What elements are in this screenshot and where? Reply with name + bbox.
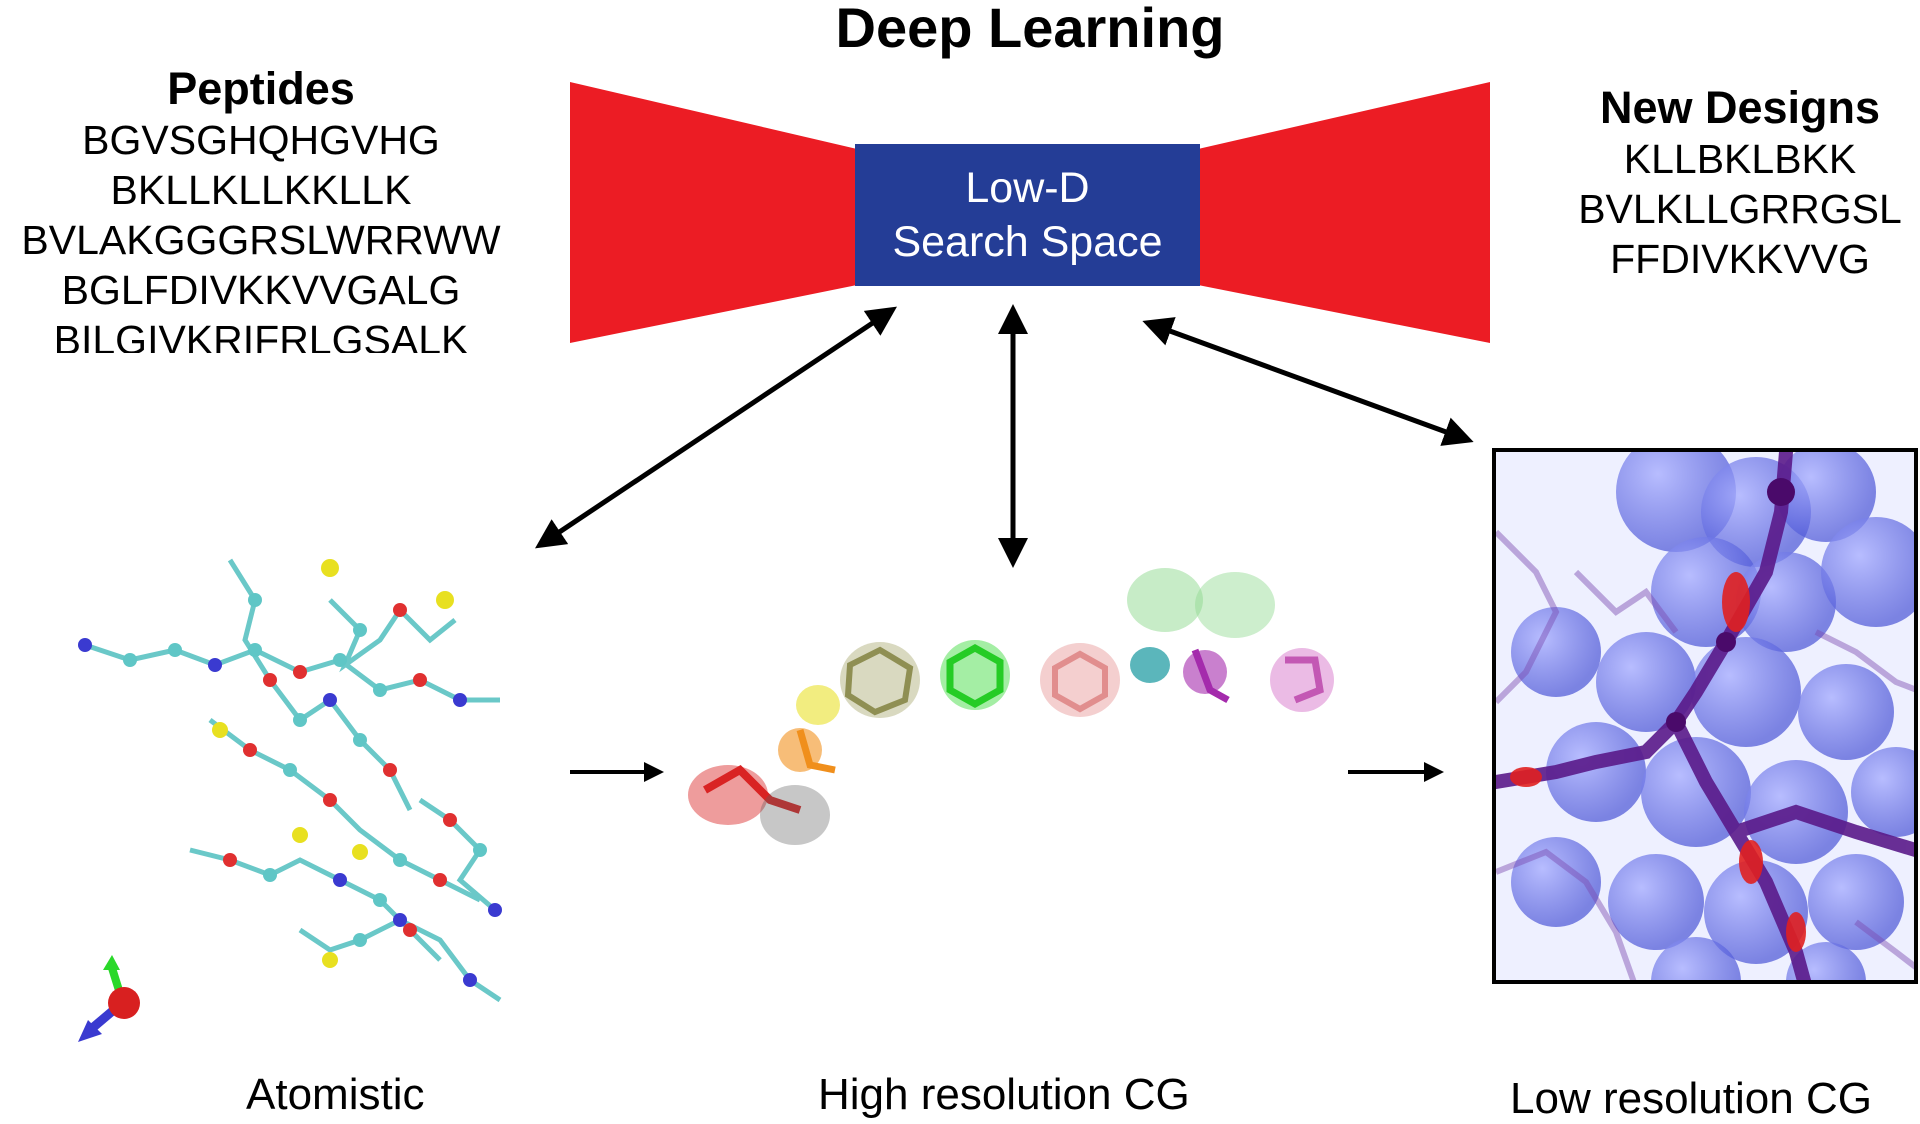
peptide-sequence: BGVSGHQHGVHG	[82, 117, 440, 163]
peptide-sequence: BKLLKLLKKLLK	[110, 167, 412, 213]
caption-atomistic: Atomistic	[246, 1070, 425, 1119]
low-resolution-graphic	[1496, 452, 1914, 980]
peptides-list: Peptides BGVSGHQHGVHG BKLLKLLKKLLK BVLAK…	[0, 63, 522, 353]
new-designs-heading: New Designs	[1599, 82, 1881, 133]
diagram-title: Deep Learning	[835, 0, 1225, 59]
atomistic-atoms	[78, 559, 502, 987]
low-resolution-panel	[1492, 448, 1918, 984]
decoder-funnel	[1198, 82, 1490, 343]
peptides-heading: Peptides	[167, 63, 355, 114]
encoder-funnel	[570, 82, 857, 343]
peptide-sequence: BGLFDIVKKVVGALG	[61, 267, 461, 313]
design-sequence: FFDIVKKVVG	[1610, 236, 1870, 282]
new-designs-list: New Designs KLLBKLBKK BVLKLLGRRGSL FFDIV…	[1560, 82, 1920, 284]
arrow-lowres-latent	[1142, 317, 1474, 446]
arrow-atomistic-latent	[535, 306, 897, 549]
design-sequence: BVLKLLGRRGSL	[1578, 186, 1902, 232]
latent-space-line2: Search Space	[892, 218, 1163, 266]
latent-space-line1: Low-D	[965, 164, 1090, 212]
atomistic-molecule	[84, 558, 502, 1003]
peptide-sequence: BVLAKGGGRSLWRRWW	[21, 217, 501, 263]
cg-beads	[688, 568, 1334, 845]
caption-high-resolution: High resolution CG	[818, 1070, 1190, 1119]
latent-space-box: Low-D Search Space	[855, 144, 1200, 286]
axes-icon	[78, 955, 140, 1042]
caption-low-resolution: Low resolution CG	[1510, 1074, 1872, 1123]
peptide-sequence: BILGIVKRIFRLGSALK	[53, 317, 469, 353]
design-sequence: KLLBKLBKK	[1623, 136, 1857, 182]
